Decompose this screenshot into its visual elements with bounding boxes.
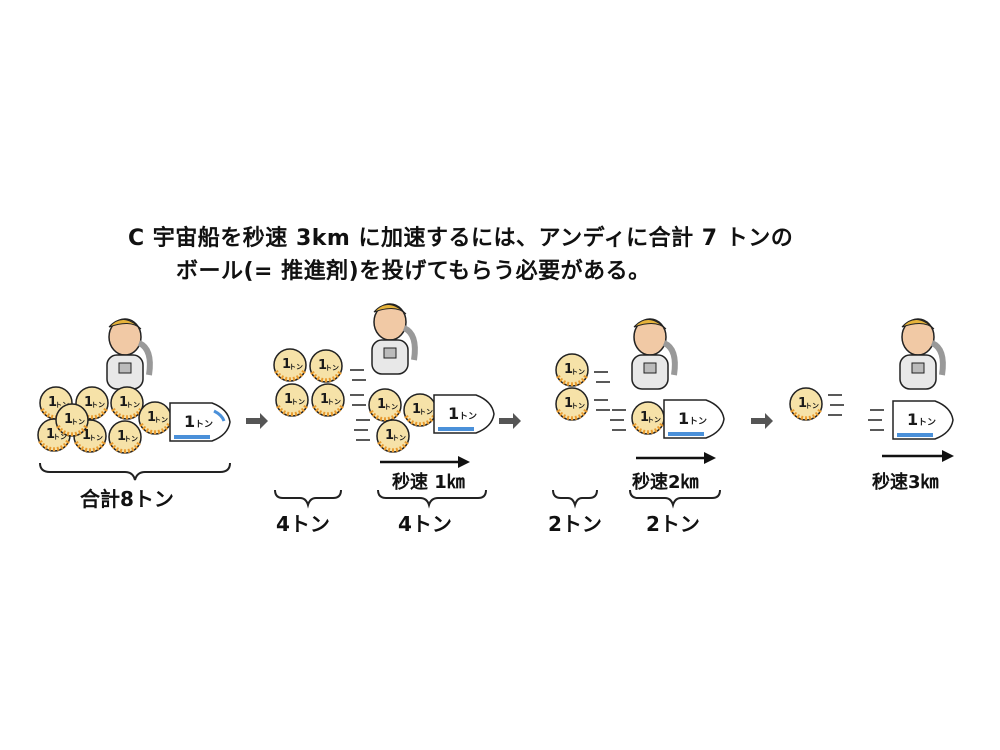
astronaut-1-icon: [107, 319, 150, 389]
ship-ball-1: [630, 400, 666, 436]
svg-text:1: 1: [678, 409, 689, 428]
next-arrow-3-icon: [751, 413, 773, 429]
next-arrow-2-icon: [499, 413, 521, 429]
thrown-balls-2: [554, 352, 590, 422]
svg-text:トン: トン: [689, 416, 707, 427]
stage-2-ship-label: 4トン: [398, 512, 452, 536]
stage-3: 1 トン 秒速2㎞ 2トン 2トン: [548, 319, 725, 536]
stage-3-thrown-label: 2トン: [548, 512, 602, 536]
spaceship-3: 1 トン: [663, 399, 725, 439]
svg-text:1: 1: [184, 412, 195, 431]
stage-2: 1 トン 秒速 1㎞ 4トン 4トン: [272, 304, 495, 536]
stage-1-total-label: 合計8トン: [80, 487, 174, 511]
stage-2-speed-label: 秒速 1㎞: [392, 471, 465, 493]
title-line-2: ボール(= 推進剤)を投げてもらう必要がある。: [176, 259, 651, 284]
brace-2b: [377, 489, 487, 509]
svg-text:トン: トン: [918, 417, 936, 428]
stage-1: 1 トン 合計8トン: [36, 319, 231, 511]
astronaut-4-icon: [900, 319, 943, 389]
spaceship-1: 1 トン: [169, 402, 231, 442]
title-line-1: C 宇宙船を秒速 3km に加速するには、アンディに合計 7 トンの: [128, 226, 794, 251]
astronaut-3-icon: [632, 319, 675, 389]
svg-text:1: 1: [448, 404, 459, 423]
svg-text:1: 1: [907, 410, 918, 429]
astronaut-2-icon: [372, 304, 415, 374]
ball-stack-8: [36, 385, 173, 455]
stage-3-ship-label: 2トン: [646, 512, 700, 536]
brace-3a: [552, 489, 598, 509]
brace-1: [39, 462, 231, 481]
stage-4: 1 トン 秒速3㎞: [788, 319, 954, 493]
next-arrow-1-icon: [246, 413, 268, 429]
ship-balls-3: [367, 387, 438, 454]
brace-3b: [629, 489, 721, 509]
thrown-ball-1: [788, 386, 824, 422]
svg-text:トン: トン: [459, 411, 477, 422]
spaceship-4: 1 トン: [892, 400, 954, 440]
svg-text:トン: トン: [195, 419, 213, 430]
brace-2a: [274, 489, 342, 509]
stage-4-speed-label: 秒速3㎞: [872, 471, 939, 493]
spaceship-2: 1 トン: [433, 394, 495, 434]
stage-2-thrown-label: 4トン: [276, 512, 330, 536]
stage-3-speed-label: 秒速2㎞: [632, 471, 699, 493]
thrown-balls-4: [272, 347, 346, 418]
